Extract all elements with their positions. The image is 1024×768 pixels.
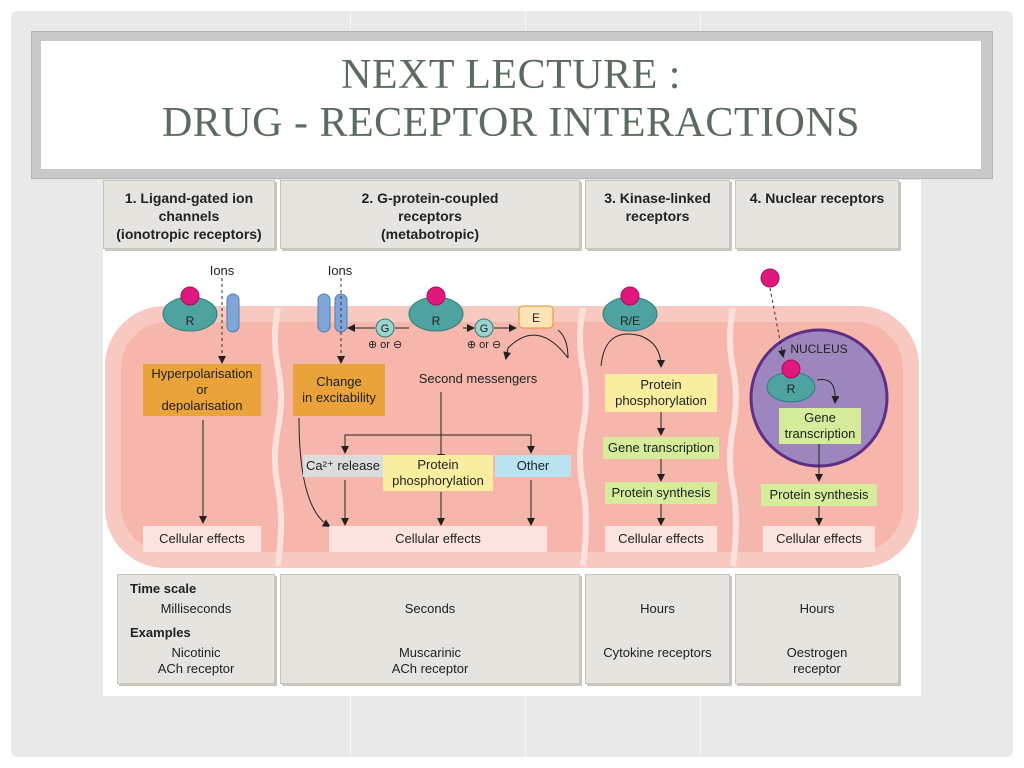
example-value: Nicotinic ACh receptor <box>118 645 274 677</box>
header-line: 3. Kinase-linked <box>604 190 711 206</box>
example-value: Muscarinic ACh receptor <box>281 645 579 677</box>
ligand-icon <box>426 286 446 306</box>
gene-transcription-box: Gene transcription <box>603 437 719 459</box>
header-g-protein: 2. G-protein-coupled receptors (metabotr… <box>280 180 580 249</box>
footer-col-3: Hours Cytokine receptors <box>585 574 730 684</box>
box-line: Change <box>316 374 362 389</box>
receptor-label: R <box>431 314 441 328</box>
protein-synthesis-box: Protein synthesis <box>605 482 717 504</box>
g-protein-label: G <box>380 323 390 335</box>
example-line: Oestrogen <box>786 645 848 660</box>
divider <box>577 307 589 567</box>
box-line: transcription <box>784 426 856 441</box>
example-line: Cytokine receptors <box>603 645 712 660</box>
receptor-figure: 1. Ligand-gated ion channels (ionotropic… <box>103 180 921 696</box>
receptor-label: R <box>185 314 195 328</box>
examples-label: Examples <box>130 625 191 640</box>
header-line: 4. Nuclear receptors <box>749 190 885 206</box>
cellular-effects-box: Cellular effects <box>329 526 547 552</box>
box-line: Protein <box>417 457 459 472</box>
time-scale-value: Milliseconds <box>160 601 232 616</box>
ion-channel-icon <box>317 293 331 333</box>
g-protein-icon <box>474 318 494 338</box>
ions-label: Ions <box>209 263 235 278</box>
box-line: or <box>196 382 208 397</box>
example-value: Oestrogen receptor <box>736 645 898 677</box>
effector-e <box>518 305 554 329</box>
ligand-icon <box>180 286 200 306</box>
g-protein-label: G <box>479 323 489 335</box>
ions-label: Ions <box>327 263 353 278</box>
second-messengers-label: Second messengers <box>418 371 538 386</box>
example-line: Nicotinic <box>171 645 221 660</box>
receptor-label: R <box>786 382 796 396</box>
cellular-effects-box: Cellular effects <box>763 526 875 552</box>
title-line-1: NEXT LECTURE : <box>341 52 681 98</box>
nucleus-label: NUCLEUS <box>790 342 848 356</box>
receptor-label: R/E <box>619 314 640 328</box>
header-line: 1. Ligand-gated ion <box>124 190 254 206</box>
gene-transcription-box: Gene transcription <box>779 408 861 444</box>
footer-col-2: Seconds Muscarinic ACh receptor <box>280 574 580 684</box>
example-line: Muscarinic <box>398 645 462 660</box>
protein-synthesis-box: Protein synthesis <box>761 484 877 506</box>
box-line: Hyperpolarisation <box>151 366 253 381</box>
box-line: Gene <box>804 410 836 425</box>
time-scale-value: Hours <box>640 601 675 616</box>
example-line: ACh receptor <box>391 661 469 676</box>
footer-col-1: Time scale Milliseconds Examples Nicotin… <box>117 574 275 684</box>
cellular-effects-box: Cellular effects <box>143 526 261 552</box>
title-line-2: DRUG - RECEPTOR INTERACTIONS <box>161 100 861 146</box>
footer-col-4: Hours Oestrogen receptor <box>735 574 899 684</box>
time-scale-value: Hours <box>799 601 835 616</box>
time-scale-label: Time scale <box>130 581 197 596</box>
divider <box>727 307 739 567</box>
slide-title: NEXT LECTURE : DRUG - RECEPTOR INTERACTI… <box>41 41 981 169</box>
protein-phosphorylation-box: Protein phosphorylation <box>605 374 717 412</box>
ca-release-box: Ca²⁺ release <box>303 455 383 477</box>
ligand-icon <box>620 286 640 306</box>
time-scale-value: Seconds <box>404 601 456 616</box>
header-nuclear: 4. Nuclear receptors <box>735 180 899 249</box>
effector-label: E <box>531 311 540 325</box>
header-line: channels <box>158 208 220 224</box>
header-line: receptors <box>398 208 462 224</box>
ion-channel-icon <box>226 293 240 333</box>
header-kinase-linked: 3. Kinase-linked receptors <box>585 180 730 249</box>
header-line: (metabotropic) <box>381 226 479 242</box>
example-value: Cytokine receptors <box>586 645 729 661</box>
example-line: ACh receptor <box>157 661 235 676</box>
header-ligand-gated: 1. Ligand-gated ion channels (ionotropic… <box>103 180 275 249</box>
hyperpolarisation-box: Hyperpolarisation or depolarisation <box>143 364 261 416</box>
cellular-effects-box: Cellular effects <box>605 526 717 552</box>
box-line: in excitability <box>302 390 376 405</box>
box-line: phosphorylation <box>615 393 707 408</box>
divider <box>272 307 284 567</box>
change-excitability-box: Change in excitability <box>293 364 385 416</box>
ligand-icon <box>760 268 780 288</box>
ligand-icon <box>781 359 801 379</box>
plus-minus-label: ⊕ or ⊖ <box>367 339 403 351</box>
header-line: (ionotropic receptors) <box>116 226 262 242</box>
protein-phosphorylation-box: Protein phosphorylation <box>383 455 493 491</box>
header-line: receptors <box>625 208 690 224</box>
example-line: receptor <box>793 661 841 676</box>
g-protein-icon <box>375 318 395 338</box>
box-line: Protein <box>640 377 682 392</box>
box-line: depolarisation <box>161 398 243 413</box>
plus-minus-label: ⊕ or ⊖ <box>466 339 502 351</box>
box-line: phosphorylation <box>392 473 484 488</box>
header-line: 2. G-protein-coupled <box>361 190 499 206</box>
other-box: Other <box>495 455 571 477</box>
